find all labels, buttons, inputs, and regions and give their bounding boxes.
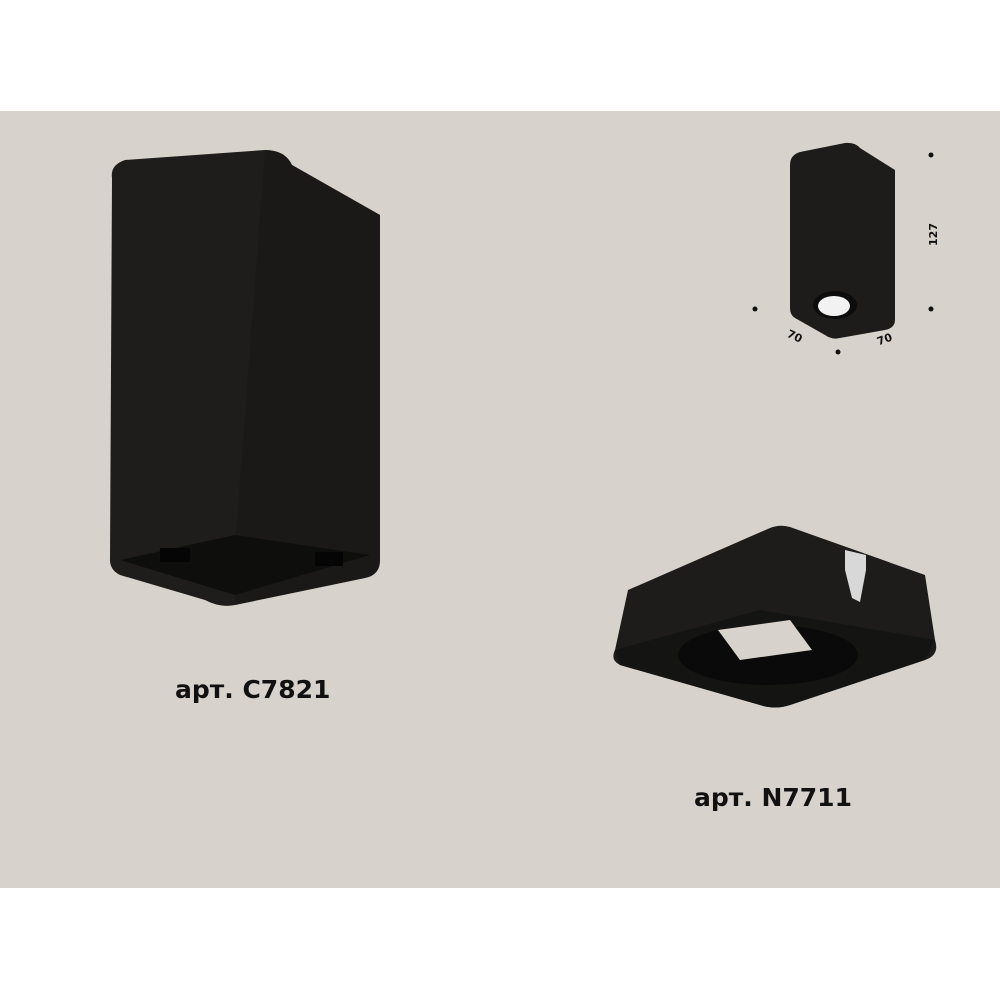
article-label-c7821: арт. C7821 [175, 675, 331, 704]
dimension-markers [752, 152, 934, 355]
article-label-n7711: арт. N7711 [694, 783, 852, 812]
frame-n7711-image [613, 525, 937, 708]
assembled-lamp-preview [790, 142, 895, 339]
housing-c7821-image [110, 150, 380, 606]
height-dimension: 127 [926, 223, 940, 246]
